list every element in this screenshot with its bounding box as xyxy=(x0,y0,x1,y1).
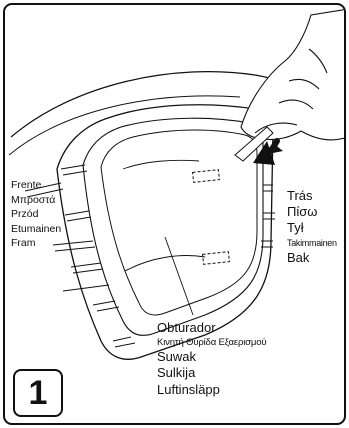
shutter-label: Obturador xyxy=(157,320,266,336)
shutter-label: Sulkija xyxy=(157,365,266,381)
vent-cover-inner-outline xyxy=(83,118,263,335)
shutter-labels: Obturador Κινητή Θυρίδα Εξαερισμού Suwak… xyxy=(157,320,266,398)
vent-crease-lower xyxy=(125,256,205,271)
shutter-label: Suwak xyxy=(157,349,266,365)
front-label: Μπροστά xyxy=(11,193,61,208)
latch-outline-upper xyxy=(193,170,220,183)
step-number: 1 xyxy=(15,371,61,415)
front-label: Etumainen xyxy=(11,222,61,237)
front-direction-labels: Frente Μπροστά Przód Etumainen Fram xyxy=(11,178,61,251)
shutter-label: Κινητή Θυρίδα Εξαερισμού xyxy=(157,336,266,349)
instruction-panel: Frente Μπροστά Przód Etumainen Fram Trás… xyxy=(3,3,346,425)
front-label: Fram xyxy=(11,236,61,251)
rear-label: Takimmainen xyxy=(287,236,337,250)
step-number-badge: 1 xyxy=(13,369,63,417)
shutter-label: Luftinsläpp xyxy=(157,382,266,398)
rear-label: Bak xyxy=(287,250,337,266)
rear-direction-labels: Trás Πίσω Tył Takimmainen Bak xyxy=(287,188,337,266)
rear-label: Πίσω xyxy=(287,204,337,220)
hand-icon xyxy=(241,9,346,140)
vent-crease-upper xyxy=(123,160,199,169)
shutter-leader-line xyxy=(165,237,193,315)
rear-label: Trás xyxy=(287,188,337,204)
front-label: Frente xyxy=(11,178,61,193)
front-label: Przód xyxy=(11,207,61,222)
latch-outline-lower xyxy=(203,252,230,265)
rear-label: Tył xyxy=(287,220,337,236)
vent-window-outline xyxy=(101,130,257,315)
